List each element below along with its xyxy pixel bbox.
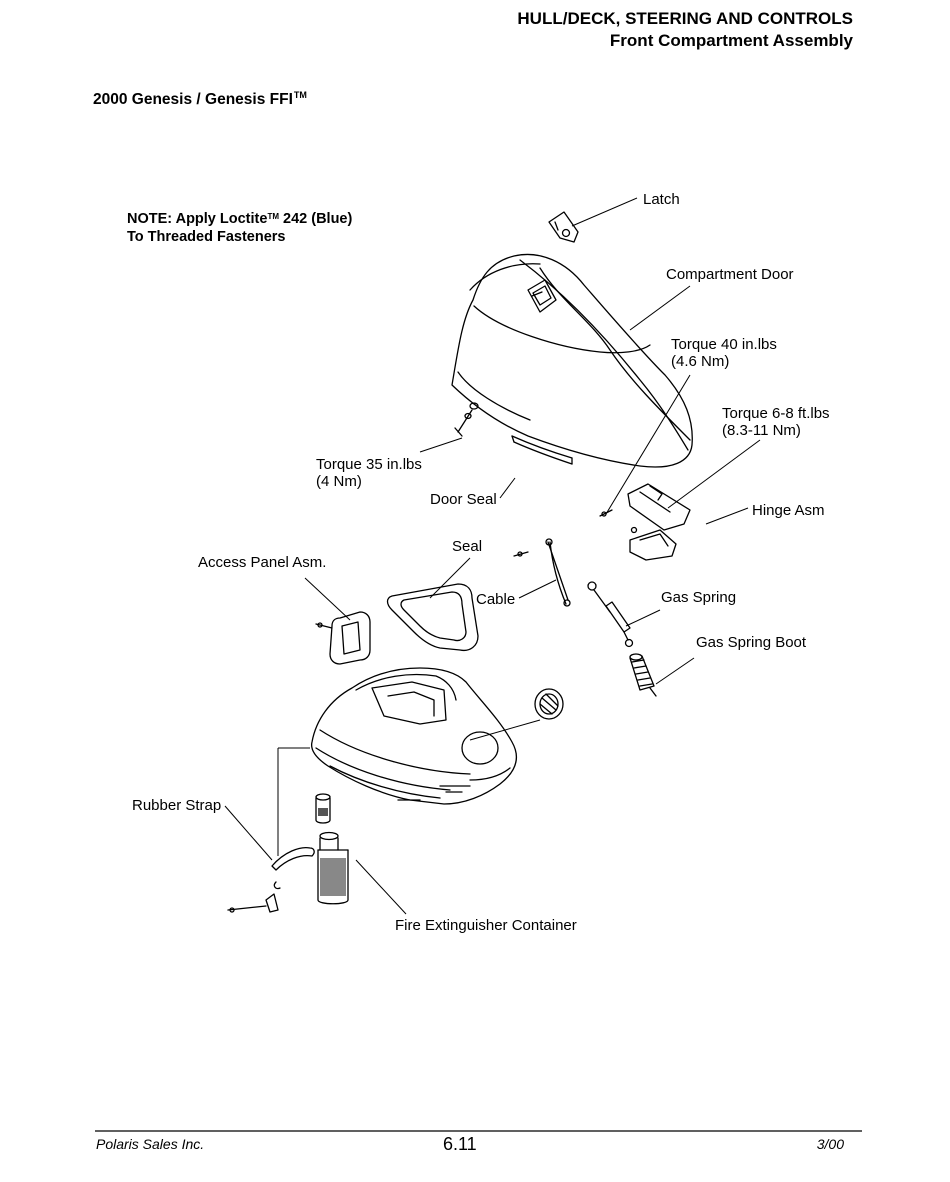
latch-part [548,211,579,243]
label-torque35-a: Torque 35 in.lbs [316,456,422,473]
gas-spring-boot-part [629,653,657,697]
gas-spring-part [587,581,634,648]
label-hinge-asm: Hinge Asm [752,502,825,519]
label-access-panel: Access Panel Asm. [198,554,327,571]
footer-date: 3/00 [816,1136,844,1152]
seal-part [386,583,479,652]
trademark-mark: TM [293,90,307,100]
label-gas-spring: Gas Spring [661,589,737,606]
section-subtitle: Front Compartment Assembly [609,31,853,50]
label-fire-extinguisher: Fire Extinguisher Container [395,917,577,934]
model-title: 2000 Genesis / Genesis FFITM [93,90,307,109]
loctite-note: NOTE: Apply LoctiteTM 242 (Blue) To Thre… [127,208,352,246]
label-torque35-b: (4 Nm) [316,473,362,490]
label-door-seal: Door Seal [430,491,497,508]
label-torque40-b: (4.6 Nm) [671,353,730,370]
access-panel-part [315,611,371,665]
label-latch: Latch [643,191,680,208]
rubber-strap-part [227,846,315,913]
label-seal: Seal [452,538,483,555]
model-name: 2000 Genesis / Genesis FFI [93,91,293,108]
note-line1a: NOTE: Apply Loctite [127,211,268,227]
section-title: HULL/DECK, STEERING AND CONTROLS [517,9,853,28]
label-compartment-door: Compartment Door [666,266,794,283]
label-rubber-strap: Rubber Strap [132,797,222,814]
label-torque40-a: Torque 40 in.lbs [671,336,777,353]
note-tm: TM [267,212,279,221]
front-compartment-part [310,667,518,805]
footer-page-number: 6.11 [443,1134,477,1154]
door-seal-part [511,435,573,465]
label-torque68-b: (8.3-11 Nm) [722,422,801,439]
cable-part [513,538,571,607]
leader-lines [224,197,761,915]
label-cable: Cable [476,591,516,608]
compartment-door-part [451,253,693,468]
note-line1b: 242 (Blue) [279,211,353,227]
hinge-asm-part [599,483,691,561]
screw-part [454,402,479,437]
label-torque68-a: Torque 6-8 ft.lbs [722,405,830,422]
note-line2: To Threaded Fasteners [127,229,286,245]
label-gas-spring-boot: Gas Spring Boot [696,634,807,651]
fire-extinguisher-part [315,793,349,905]
footer-company: Polaris Sales Inc. [96,1136,205,1152]
cap-part [534,688,564,720]
